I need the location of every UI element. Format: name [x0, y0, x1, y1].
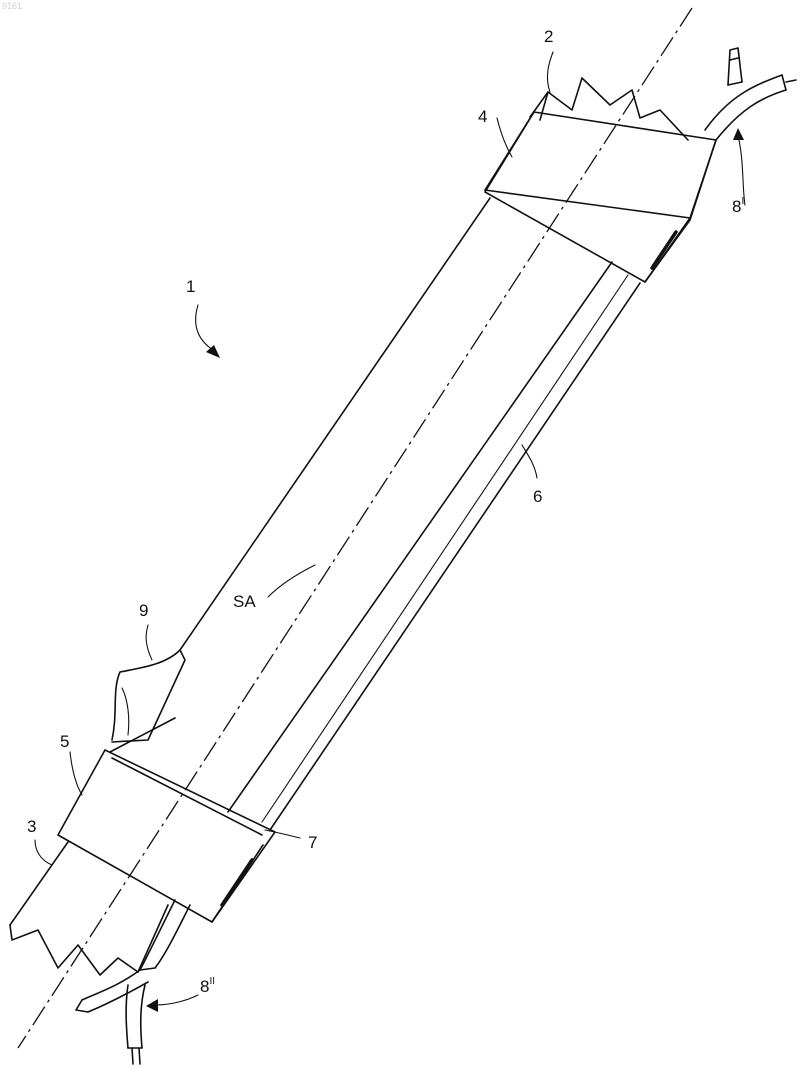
lower-lead-wire [76, 900, 190, 1064]
label-8-lower: 8II [200, 976, 215, 996]
label-8-upper: 8I [732, 196, 744, 216]
label-7: 7 [308, 833, 317, 852]
label-3: 3 [27, 817, 36, 836]
label-2: 2 [544, 27, 553, 46]
lower-clamp [58, 750, 275, 922]
label-6: 6 [533, 487, 542, 506]
heating-strip [262, 275, 640, 830]
label-4: 4 [478, 107, 487, 126]
symmetry-axis [18, 8, 692, 1048]
cutaway-section [112, 650, 185, 742]
label-5: 5 [60, 732, 69, 751]
watermark: 9161 [2, 1, 22, 11]
label-1: 1 [186, 277, 195, 296]
label-sa: SA [233, 592, 256, 611]
leader-lines [35, 52, 745, 1012]
upper-lead-wire [705, 48, 796, 140]
upper-pipe-end [530, 78, 688, 140]
lower-pipe-end [10, 842, 168, 975]
upper-clamp [485, 112, 716, 282]
label-9: 9 [139, 601, 148, 620]
